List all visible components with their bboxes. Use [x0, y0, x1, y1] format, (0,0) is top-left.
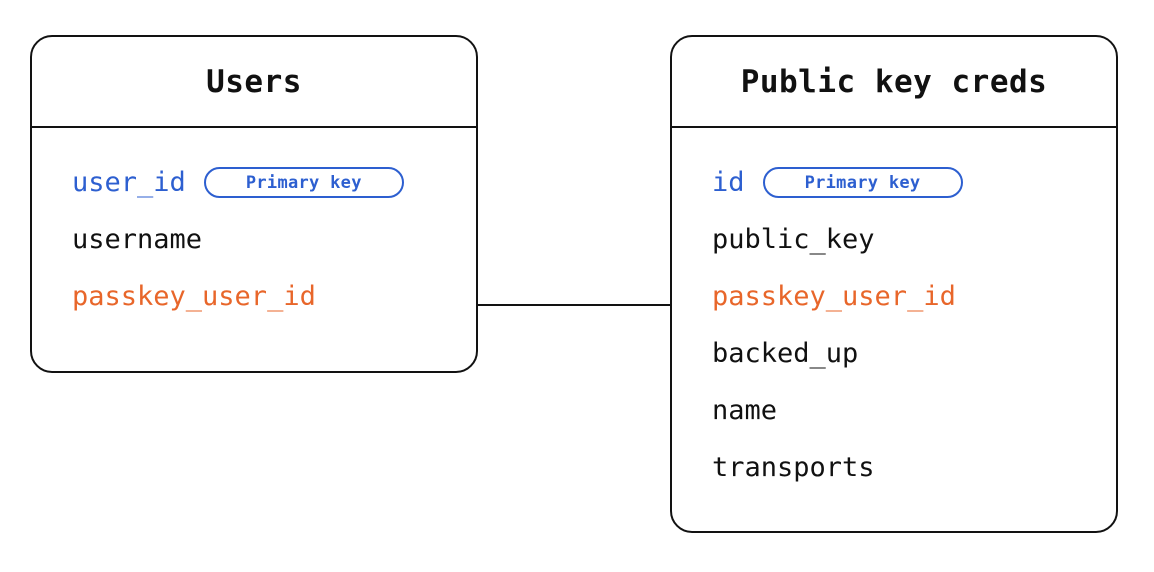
field-row-user-id[interactable]: user_id Primary key	[32, 154, 476, 211]
entity-header-divider	[672, 126, 1116, 128]
relationship-connector-line	[477, 304, 671, 306]
entity-title-users: Users	[206, 63, 302, 100]
entity-box-users[interactable]: Users user_id Primary key username passk…	[30, 35, 478, 373]
field-row-public-key[interactable]: public_key	[672, 211, 1116, 268]
field-row-passkey-user-id[interactable]: passkey_user_id	[672, 268, 1116, 325]
field-row-passkey-user-id[interactable]: passkey_user_id	[32, 268, 476, 325]
field-name-user-id: user_id	[72, 167, 186, 198]
field-row-backed-up[interactable]: backed_up	[672, 325, 1116, 382]
primary-key-badge: Primary key	[203, 167, 404, 198]
entity-title-public-key-creds: Public key creds	[740, 63, 1048, 100]
field-name-public-key: public_key	[712, 224, 875, 255]
field-row-username[interactable]: username	[32, 211, 476, 268]
field-name-backed-up: backed_up	[712, 338, 859, 369]
field-name-passkey-user-id: passkey_user_id	[72, 281, 316, 312]
primary-key-badge: Primary key	[762, 167, 963, 198]
field-list-users: user_id Primary key username passkey_use…	[32, 128, 476, 325]
field-row-transports[interactable]: transports	[672, 439, 1116, 496]
field-name-passkey-user-id: passkey_user_id	[712, 281, 956, 312]
field-row-name[interactable]: name	[672, 382, 1116, 439]
field-row-id[interactable]: id Primary key	[672, 154, 1116, 211]
field-name-username: username	[72, 224, 203, 255]
field-list-public-key-creds: id Primary key public_key passkey_user_i…	[672, 128, 1116, 496]
field-name-id: id	[712, 167, 745, 198]
field-name-name: name	[712, 395, 778, 426]
entity-header-divider	[32, 126, 476, 128]
entity-box-public-key-creds[interactable]: Public key creds id Primary key public_k…	[670, 35, 1118, 533]
field-name-transports: transports	[712, 452, 875, 483]
